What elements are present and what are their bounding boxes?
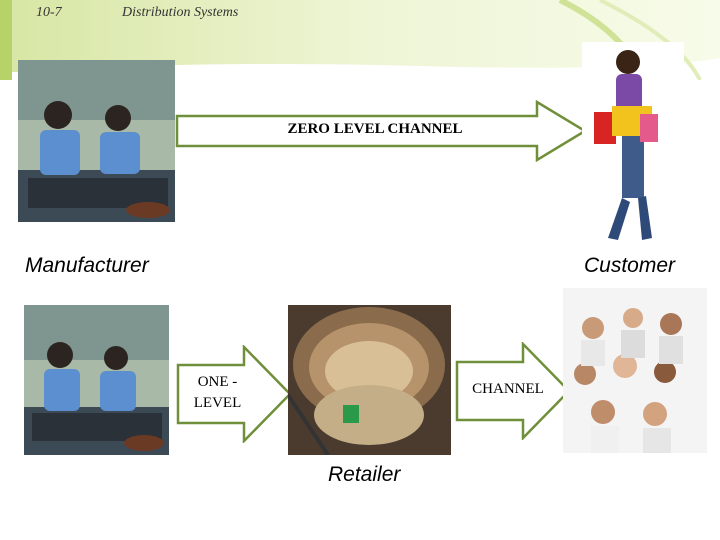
one-level-label-line1: ONE - xyxy=(197,374,238,390)
customer-label: Customer xyxy=(584,254,676,277)
channel-arrow xyxy=(455,342,571,440)
zero-level-arrow xyxy=(175,100,588,162)
one-level-arrow xyxy=(176,345,292,443)
customer-crowd-photo xyxy=(563,288,707,453)
slide-number: 10-7 xyxy=(36,5,62,20)
zero-level-channel-label: ZERO LEVEL CHANNEL xyxy=(287,121,463,137)
manufacturer-label: Manufacturer xyxy=(25,254,149,277)
one-level-label-line2: LEVEL xyxy=(193,395,242,411)
retailer-photo xyxy=(288,305,451,455)
retailer-label: Retailer xyxy=(328,463,401,486)
customer-photo-top xyxy=(582,42,684,246)
manufacturer-photo-top xyxy=(18,60,175,222)
manufacturer-photo-bottom xyxy=(24,305,169,455)
channel-label: CHANNEL xyxy=(472,381,544,397)
section-title: Distribution Systems xyxy=(122,5,239,20)
